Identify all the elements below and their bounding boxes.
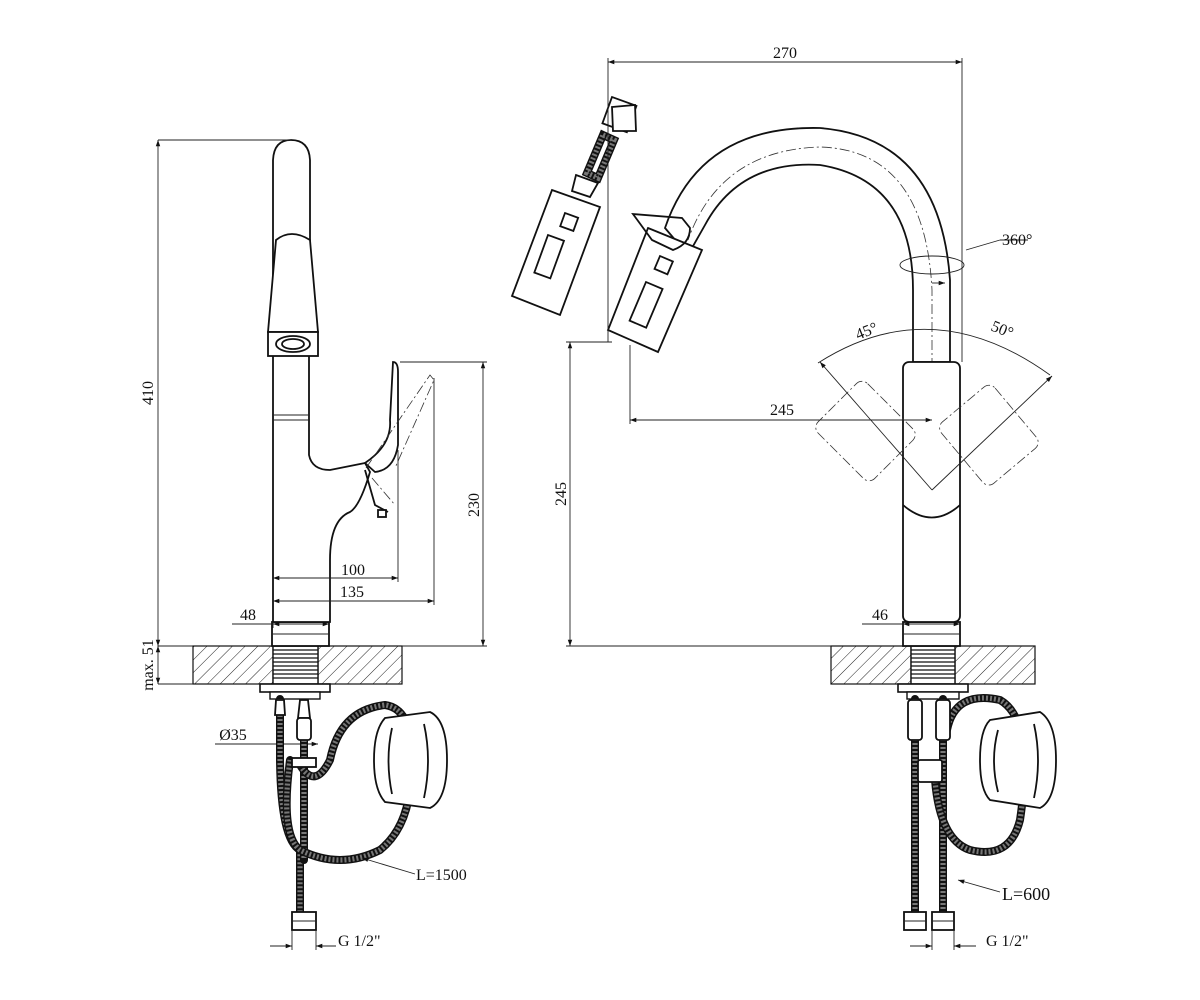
hoses-front (903, 694, 1057, 931)
dim-hose-1500: L=1500 (361, 857, 467, 884)
faucet-body-side (267, 139, 435, 647)
dim-angle-45: 45° (853, 320, 880, 344)
countertop-right (830, 645, 1036, 700)
front-view: 270 245 245 360° 45° 50° 46 (510, 45, 1057, 950)
dim-rotation: 360° (965, 232, 1032, 251)
dim-reach-245: 245 (629, 345, 932, 424)
dim-width-270: 270 (607, 45, 963, 362)
dim-410: 410 (140, 381, 157, 405)
dim-100: 100 (341, 562, 365, 579)
dim-height-total: 410 (140, 139, 291, 647)
dim-245-h: 245 (770, 402, 794, 419)
countertop-left (192, 645, 403, 700)
dim-thread-left: G 1/2" (270, 930, 381, 950)
dim-270: 270 (773, 45, 797, 62)
dim-l-1500: L=1500 (416, 867, 467, 884)
side-view: 410 max. 51 230 100 135 (140, 139, 487, 950)
dim-thread-right: G 1/2" (910, 930, 1029, 950)
dim-reach-100: 100 (273, 450, 399, 582)
dim-l-600: L=600 (1002, 884, 1050, 904)
dim-spout-height: 230 (400, 361, 487, 647)
dim-hose-600: L=600 (957, 879, 1050, 904)
dim-48: 48 (240, 607, 256, 624)
dim-max-51: max. 51 (140, 639, 157, 691)
dim-height-245: 245 (553, 341, 831, 647)
dim-base-46: 46 (862, 607, 960, 627)
dim-46: 46 (872, 607, 888, 624)
dim-base-48: 48 (232, 607, 329, 628)
dim-135: 135 (340, 584, 364, 601)
dim-reach-135: 135 (273, 378, 435, 605)
dim-angle-50: 50° (989, 318, 1016, 342)
hoses-side (274, 695, 448, 931)
dim-360: 360° (1002, 232, 1032, 249)
dim-dia-35: Ø35 (219, 727, 247, 744)
dim-245-v: 245 (553, 482, 570, 506)
faucet-body-front (606, 127, 1053, 647)
dim-230: 230 (466, 493, 483, 517)
dim-thread-g12: G 1/2" (338, 933, 381, 950)
dim-mount: max. 51 (140, 639, 193, 691)
pull-out-head (510, 95, 638, 317)
dim-thread-g12-right: G 1/2" (986, 933, 1029, 950)
